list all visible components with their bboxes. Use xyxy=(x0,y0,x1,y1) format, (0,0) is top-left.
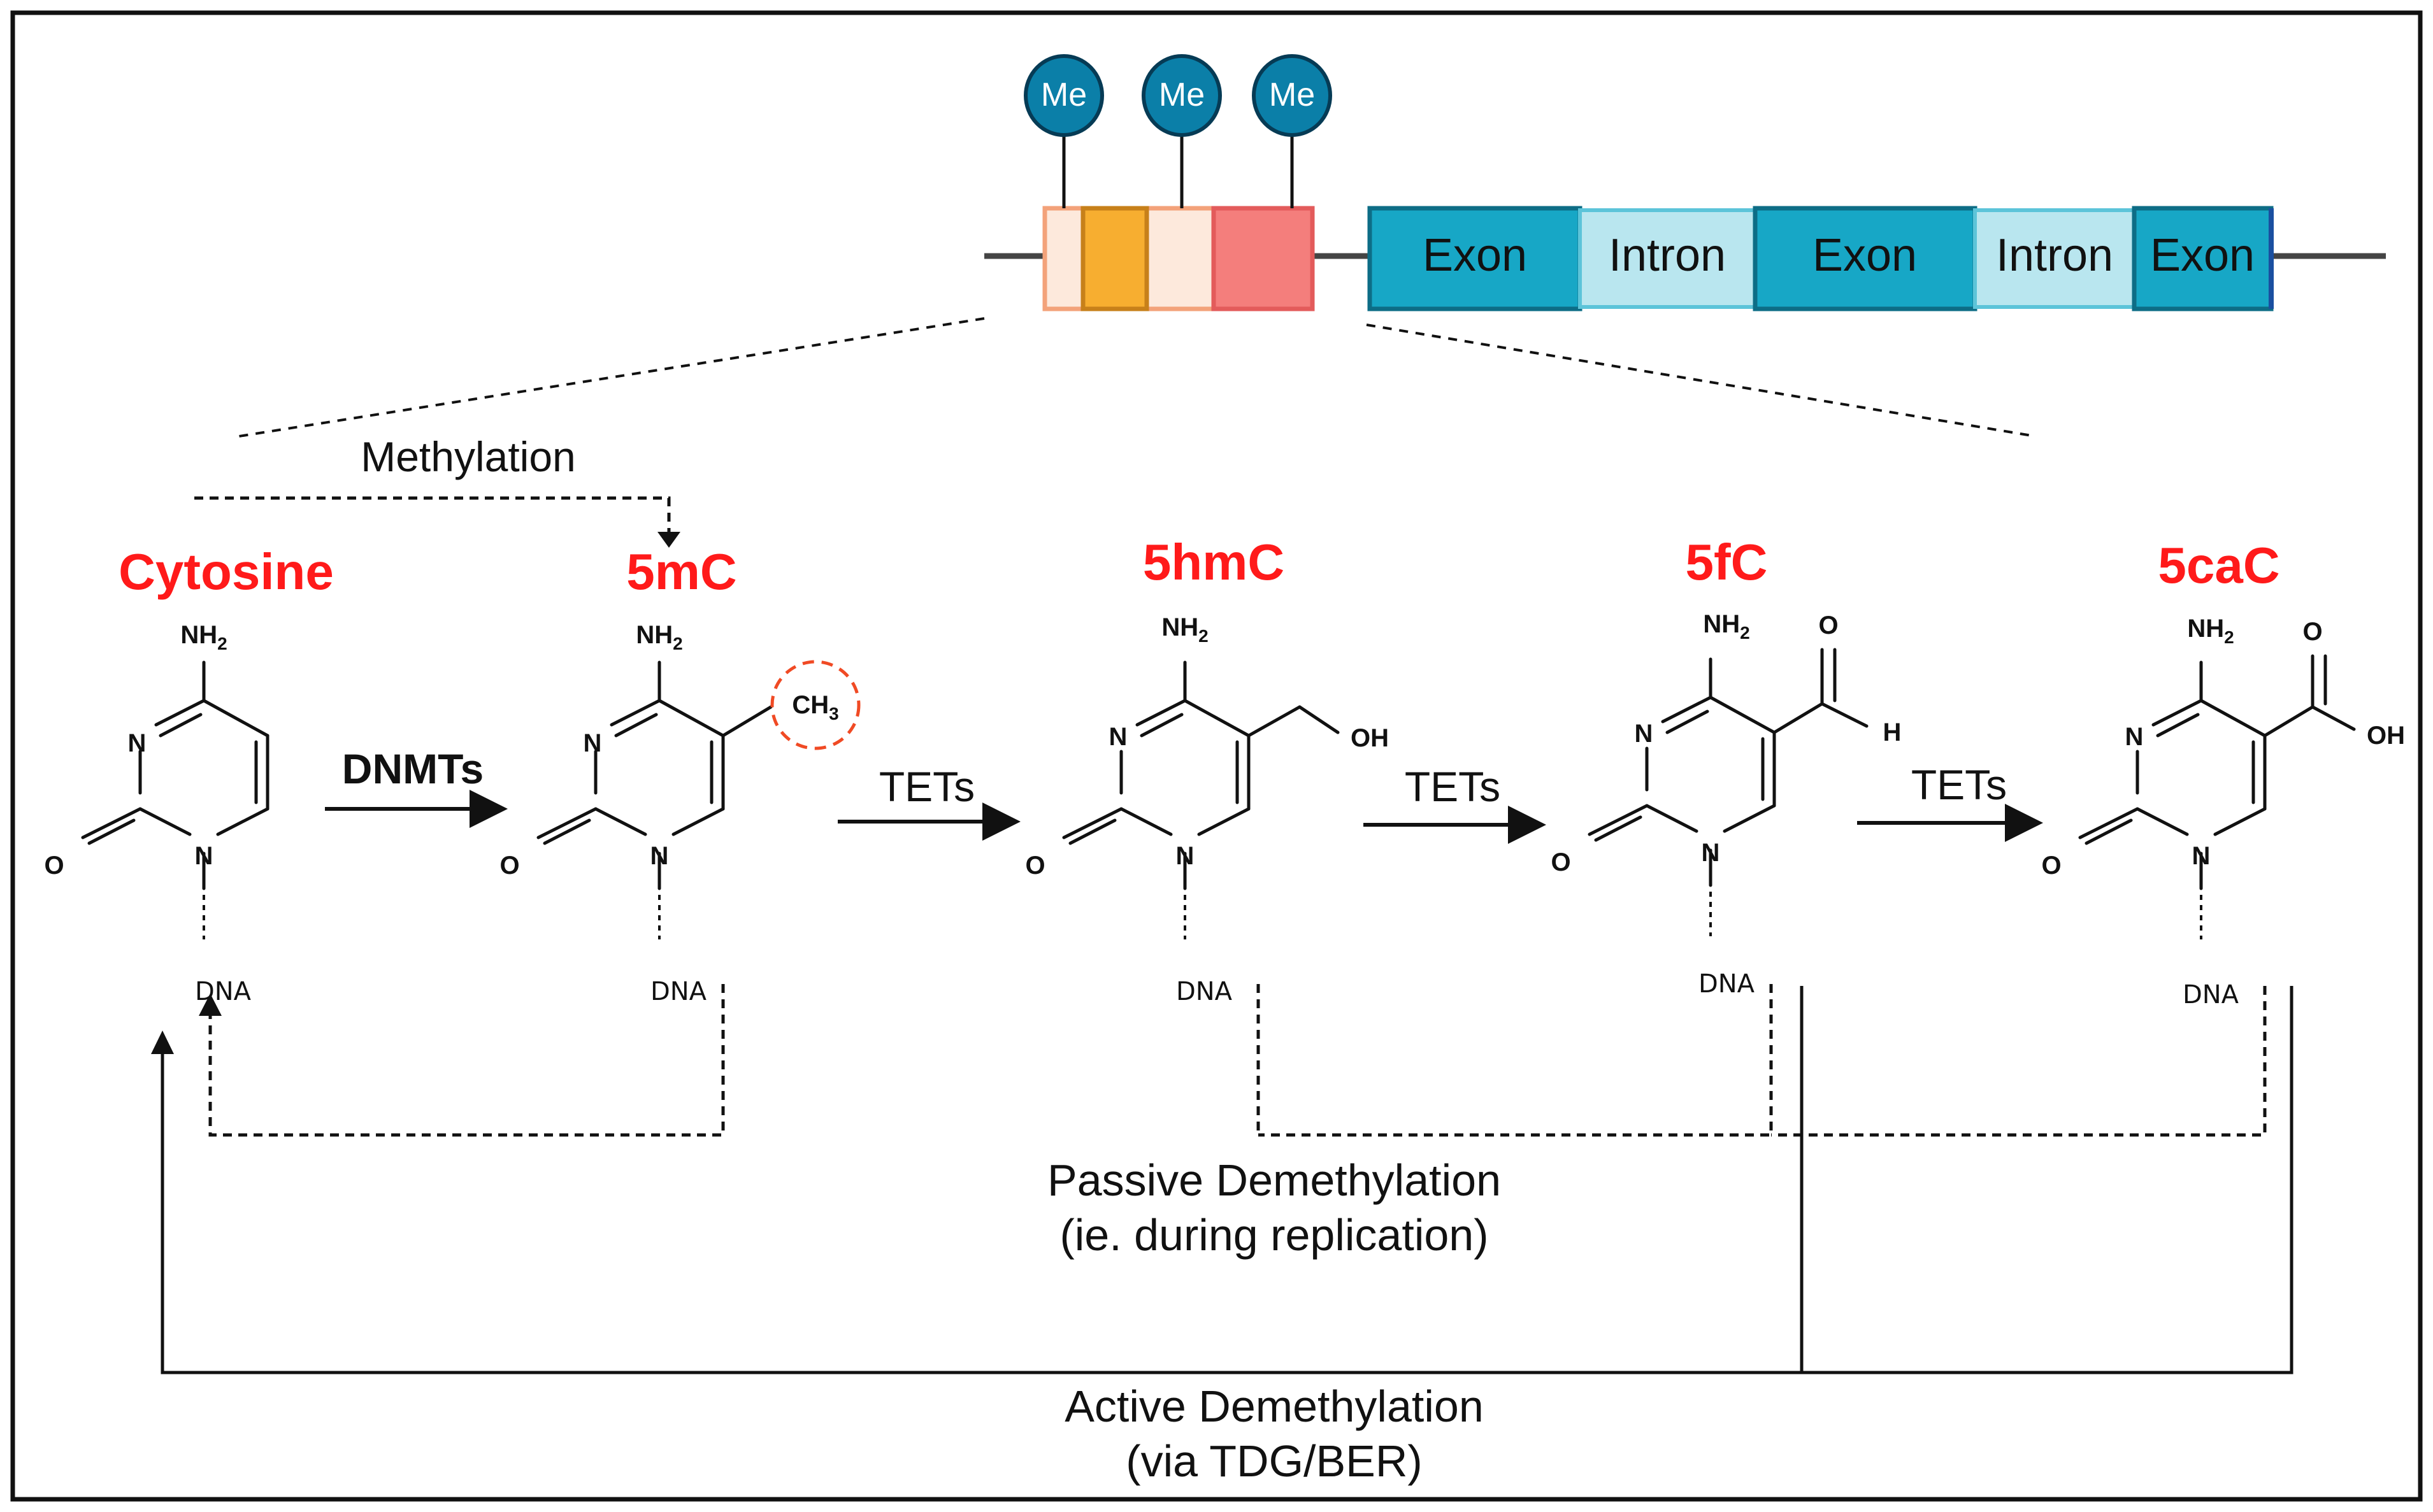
carboxyl-oh-label: OH xyxy=(2367,722,2405,750)
n1-label: N xyxy=(195,842,213,870)
nh2-label: NH2 xyxy=(180,621,227,653)
intron-1 xyxy=(1578,208,1757,309)
dna-label: DNA xyxy=(650,977,707,1006)
nh2-label: NH2 xyxy=(1703,610,1749,643)
5cac-title: 5caC xyxy=(2158,537,2279,594)
promoter-block-red xyxy=(1211,206,1315,311)
o2-label: O xyxy=(499,852,519,880)
exon-1 xyxy=(1367,206,1583,311)
gene-track: Me Me Me Exon Intron Exon Intron Exon xyxy=(984,54,2386,311)
formyl-o-label: O xyxy=(1818,611,1838,639)
dnmts-label: DNMTs xyxy=(342,745,484,792)
n1-label: N xyxy=(650,842,669,870)
tets-label-2: TETs xyxy=(1405,763,1500,810)
methyl-tag-2: Me xyxy=(1142,54,1222,137)
exon-label-3: Exon xyxy=(2150,230,2255,281)
methyl-label-3: Me xyxy=(1269,76,1315,113)
cytosine-structure: NH2 N N O DNA xyxy=(44,621,268,1006)
n1-label: N xyxy=(1176,842,1195,870)
passive-demethylation-sublabel: (ie. during replication) xyxy=(1059,1210,1488,1260)
intron-label-1: Intron xyxy=(1609,230,1726,281)
o2-label: O xyxy=(2041,852,2061,880)
methylation-label: Methylation xyxy=(361,433,576,480)
5cac-structure: NH2 N N O O OH DNA xyxy=(2041,615,2405,1009)
nh2-label: NH2 xyxy=(636,621,682,653)
active-demethylation-path xyxy=(151,986,2293,1374)
n1-label: N xyxy=(1702,839,1720,867)
carboxyl-o-label: O xyxy=(2302,618,2322,646)
exon-label-1: Exon xyxy=(1423,230,1527,281)
formyl-h-label: H xyxy=(1883,718,1902,746)
5hmc-title: 5hmC xyxy=(1143,534,1284,590)
tets-label-3: TETs xyxy=(1911,761,2007,808)
n3-label: N xyxy=(2125,723,2144,751)
passive-demethylation-label: Passive Demethylation xyxy=(1047,1155,1501,1205)
frame xyxy=(10,10,2423,1502)
intron-label-2: Intron xyxy=(1996,230,2113,281)
promoter-block-orange xyxy=(1080,206,1149,311)
nh2-label: NH2 xyxy=(1161,613,1208,646)
n3-label: N xyxy=(584,729,602,757)
passive-demethylation-path xyxy=(199,984,2267,1137)
5mc-structure: NH2 N N O CH3 DNA xyxy=(499,621,861,1006)
n3-label: N xyxy=(128,729,147,757)
o2-label: O xyxy=(44,852,64,880)
o2-label: O xyxy=(1025,852,1045,880)
methyl-tag-1: Me xyxy=(1024,54,1104,137)
o2-label: O xyxy=(1551,848,1570,876)
intron-2 xyxy=(1973,208,2136,309)
exon-label-2: Exon xyxy=(1812,230,1917,281)
n1-label: N xyxy=(2192,842,2211,870)
dna-label: DNA xyxy=(195,977,252,1006)
dna-label: DNA xyxy=(2183,980,2239,1009)
methyl-tag-3: Me xyxy=(1252,54,1332,137)
cytosine-title: Cytosine xyxy=(118,543,334,600)
methylation-arrow xyxy=(194,496,671,535)
ch3-highlight-circle xyxy=(770,660,861,750)
active-demethylation-sublabel: (via TDG/BER) xyxy=(1126,1436,1422,1486)
zoom-line-right xyxy=(1366,324,2036,438)
5hmc-structure: NH2 N N O OH DNA xyxy=(1025,613,1389,1006)
n3-label: N xyxy=(1109,723,1128,751)
5fc-title: 5fC xyxy=(1686,534,1768,590)
tets-label-1: TETs xyxy=(879,763,975,810)
ch3-label: CH3 xyxy=(792,691,838,724)
zoom-line-left xyxy=(238,317,985,438)
dna-label: DNA xyxy=(1176,977,1233,1006)
methyl-label-2: Me xyxy=(1159,76,1205,113)
active-demethylation-label: Active Demethylation xyxy=(1065,1381,1484,1431)
dna-label: DNA xyxy=(1698,969,1755,999)
exon-3 xyxy=(2132,206,2274,311)
methyl-label-1: Me xyxy=(1041,76,1087,113)
oh-label: OH xyxy=(1351,724,1389,752)
nh2-label: NH2 xyxy=(2187,615,2234,647)
5mc-title: 5mC xyxy=(626,543,736,600)
n3-label: N xyxy=(1635,720,1653,748)
exon-2 xyxy=(1753,206,1977,311)
5fc-structure: NH2 N N O O H DNA xyxy=(1551,610,1901,999)
